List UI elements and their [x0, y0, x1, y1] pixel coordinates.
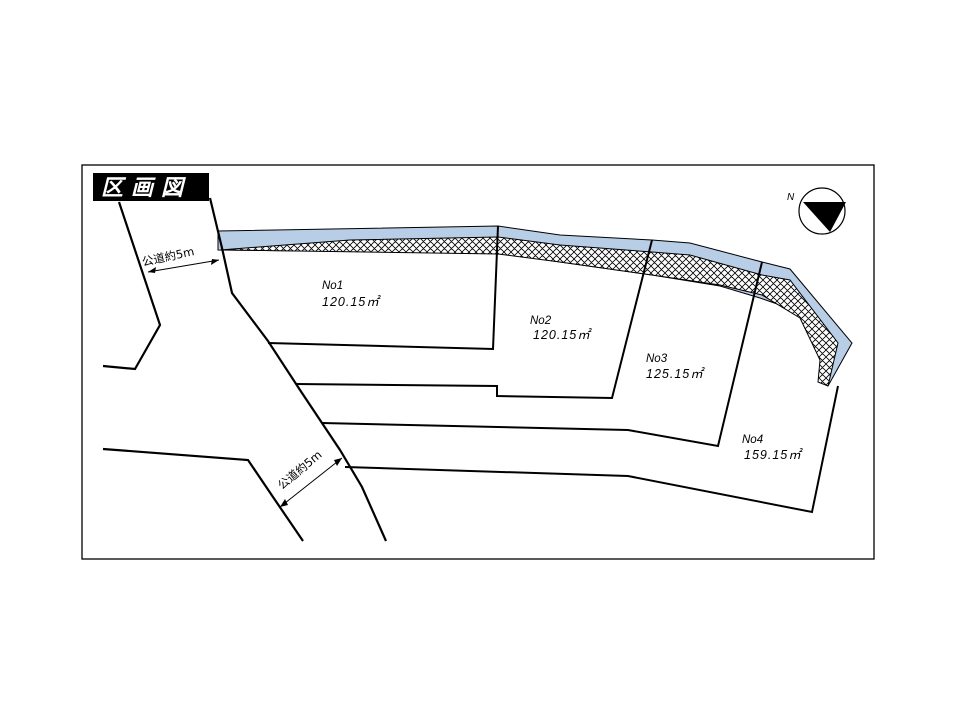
- lot-2-number: No2: [530, 315, 552, 327]
- lot-2-area: 120.15㎡: [533, 328, 592, 342]
- title-box: 区画図: [93, 173, 209, 201]
- lot-1-area: 120.15㎡: [322, 295, 381, 309]
- north-label: N: [787, 192, 795, 203]
- lot-4-number: No4: [742, 434, 763, 446]
- north-arrow-icon: N: [787, 187, 846, 235]
- lot-2-label: No2 120.15㎡: [530, 315, 592, 342]
- lot-boundaries: [267, 225, 839, 514]
- lot-4-label: No4 159.15㎡: [742, 434, 803, 462]
- map-title: 区画図: [101, 176, 191, 201]
- slope-hatch-area: [219, 236, 839, 387]
- road-edges: [102, 197, 388, 542]
- lot-4-area: 159.15㎡: [744, 448, 803, 462]
- lot-1-number: No1: [322, 280, 343, 292]
- lot-3-number: No3: [646, 353, 668, 365]
- lot-1-label: No1 120.15㎡: [322, 280, 381, 309]
- lot-3-label: No3 125.15㎡: [646, 353, 705, 381]
- lot-3-area: 125.15㎡: [646, 367, 705, 381]
